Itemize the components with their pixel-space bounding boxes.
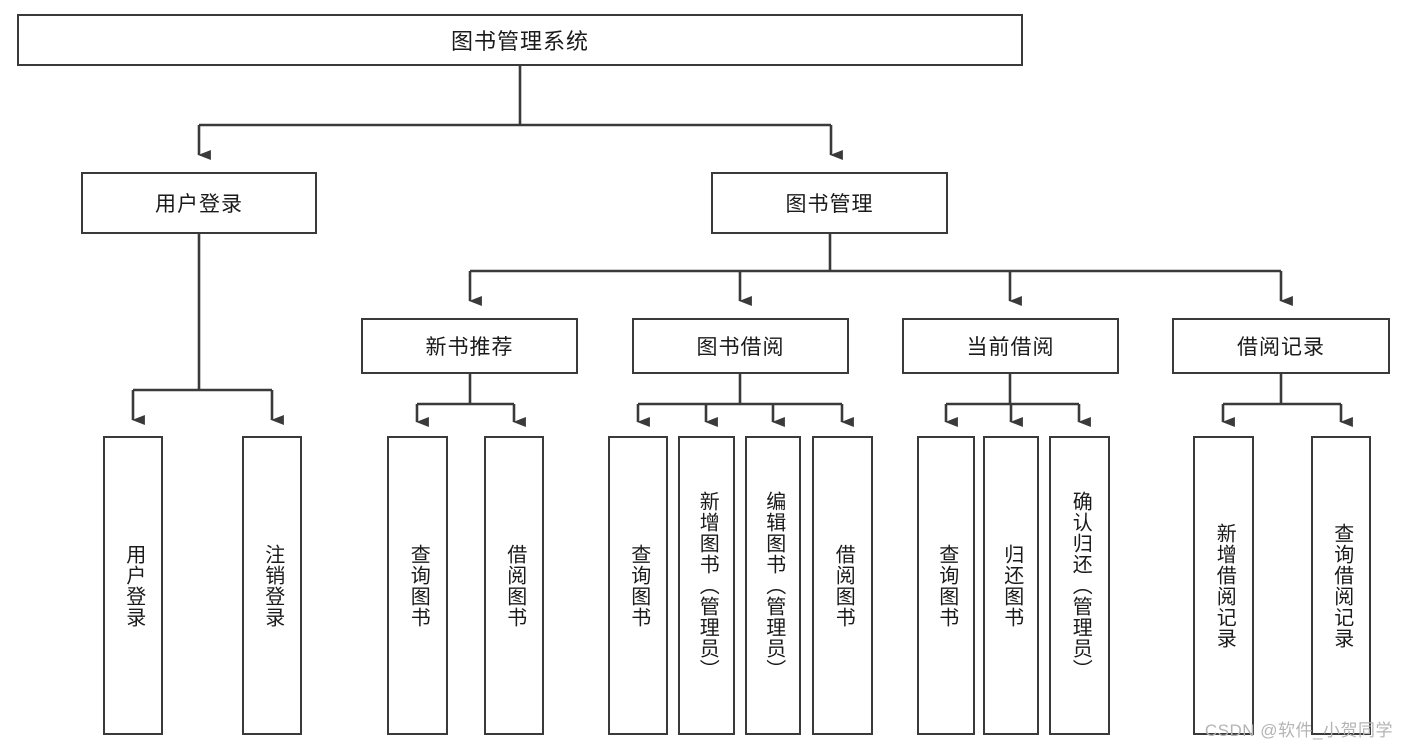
node-label: 查询图书	[627, 543, 650, 628]
node-label: 新增图书（管理员）	[696, 491, 719, 680]
node-leaf-add-book[interactable]: 新增图书（管理员）	[678, 436, 735, 735]
node-leaf-edit-book[interactable]: 编辑图书（管理员）	[745, 436, 801, 735]
node-leaf-query-book-2[interactable]: 查询图书	[608, 436, 668, 735]
node-book-borrow[interactable]: 图书借阅	[632, 318, 849, 374]
node-borrow-record[interactable]: 借阅记录	[1172, 318, 1390, 374]
node-label: 用户登录	[122, 543, 145, 628]
node-label: 查询图书	[407, 543, 430, 628]
node-label: 当前借阅	[966, 336, 1055, 359]
node-leaf-borrow-book-2[interactable]: 借阅图书	[812, 436, 873, 735]
node-label: 查询图书	[935, 543, 958, 628]
node-leaf-user-login[interactable]: 用户登录	[103, 436, 163, 735]
node-label: 用户登录	[155, 193, 243, 216]
node-current-borrow[interactable]: 当前借阅	[902, 318, 1119, 374]
root-node[interactable]: 图书管理系统	[17, 14, 1023, 66]
node-label: 编辑图书（管理员）	[762, 491, 785, 680]
node-leaf-query-book-1[interactable]: 查询图书	[387, 436, 448, 735]
node-label: 借阅图书	[503, 543, 526, 628]
node-label: 新书推荐	[425, 336, 514, 359]
node-leaf-query-record[interactable]: 查询借阅记录	[1311, 436, 1371, 735]
node-leaf-confirm-return[interactable]: 确认归还（管理员）	[1049, 436, 1110, 735]
node-leaf-add-record[interactable]: 新增借阅记录	[1193, 436, 1254, 735]
node-label: 新增借阅记录	[1213, 522, 1236, 649]
node-new-book-rec[interactable]: 新书推荐	[361, 318, 578, 374]
node-label: 借阅记录	[1237, 336, 1325, 359]
node-label: 注销登录	[261, 543, 284, 628]
node-label: 图书管理系统	[450, 29, 589, 54]
watermark-text: CSDN @软件_小贺同学	[1204, 721, 1393, 740]
node-label: 图书管理	[785, 193, 874, 216]
node-leaf-borrow-book-1[interactable]: 借阅图书	[484, 436, 544, 735]
node-leaf-logout[interactable]: 注销登录	[242, 436, 302, 735]
node-leaf-query-book-3[interactable]: 查询图书	[917, 436, 975, 735]
node-label: 查询借阅记录	[1330, 522, 1353, 649]
node-label: 归还图书	[1000, 543, 1023, 628]
node-user-login[interactable]: 用户登录	[81, 172, 317, 234]
node-label: 图书借阅	[696, 336, 785, 359]
node-leaf-return-book[interactable]: 归还图书	[983, 436, 1039, 735]
node-book-manage[interactable]: 图书管理	[711, 172, 948, 234]
node-label: 确认归还（管理员）	[1069, 491, 1092, 680]
node-label: 借阅图书	[832, 543, 855, 628]
